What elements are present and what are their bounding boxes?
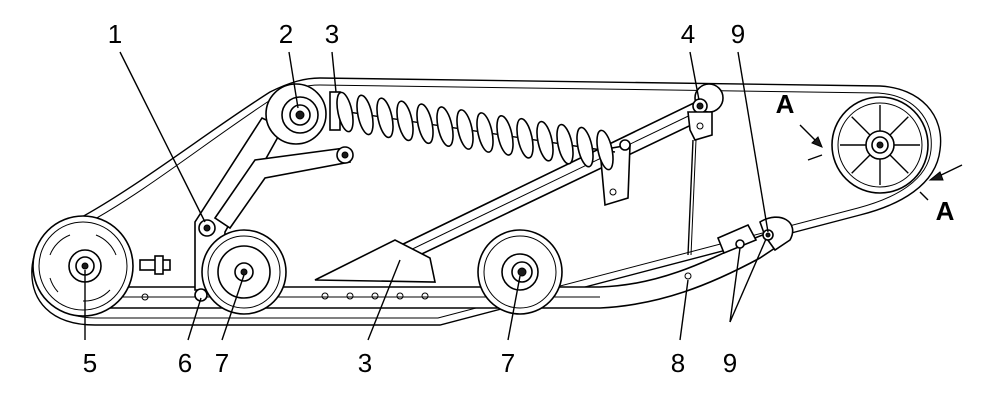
- callout-7-left: 7: [215, 348, 229, 378]
- spring-coil: [356, 94, 374, 136]
- spring-coil: [396, 100, 414, 142]
- spring-coil: [576, 126, 594, 168]
- callout-1: 1: [108, 19, 122, 49]
- callout-9-top: 9: [731, 19, 745, 49]
- spring-coil: [476, 112, 494, 153]
- leader-lines: [84, 51, 769, 341]
- wheel-spoke: [851, 116, 871, 136]
- wheel-spoke: [889, 116, 909, 136]
- spring-coil: [436, 106, 454, 148]
- section-arrow-lower: [919, 164, 963, 201]
- spring-coil: [496, 114, 514, 156]
- rear-idler-wheel: [831, 96, 929, 194]
- callout-4: 4: [681, 19, 695, 49]
- wheel-spoke: [889, 154, 909, 174]
- callout-9-bottom: 9: [723, 348, 737, 378]
- spring-coil: [516, 117, 534, 159]
- tension-bolt: [139, 255, 171, 275]
- front-idler-wheel: [32, 215, 134, 317]
- section-mark-a-lower: A: [936, 196, 955, 226]
- spring-coil: [416, 103, 434, 145]
- bogie-wheel-left: [194, 229, 287, 315]
- callout-8: 8: [671, 348, 685, 378]
- section-mark-a-upper: A: [776, 89, 795, 119]
- spring-coil: [596, 129, 614, 171]
- spring-coil: [556, 123, 574, 165]
- callout-3-top: 3: [325, 19, 339, 49]
- spring-coil: [336, 91, 354, 133]
- spring-coil: [376, 97, 394, 139]
- bogie-wheel-right: [477, 229, 563, 315]
- top-idler-wheel: [265, 83, 327, 145]
- callout-2: 2: [279, 19, 293, 49]
- front-arm-pivot: [198, 219, 216, 237]
- shock-end-fitting: [619, 139, 631, 151]
- callout-6: 6: [178, 348, 192, 378]
- callout-3-bottom: 3: [358, 348, 372, 378]
- spring-coil: [536, 120, 554, 162]
- wheel-spoke: [851, 154, 871, 174]
- spring-shock: [329, 91, 616, 171]
- section-arrow-upper: [799, 124, 823, 161]
- rail-holes: [141, 272, 692, 301]
- rear-pivot-bracket: [687, 83, 724, 256]
- callout-7-right: 7: [501, 348, 515, 378]
- callout-5: 5: [83, 348, 97, 378]
- spring-coil: [456, 109, 474, 150]
